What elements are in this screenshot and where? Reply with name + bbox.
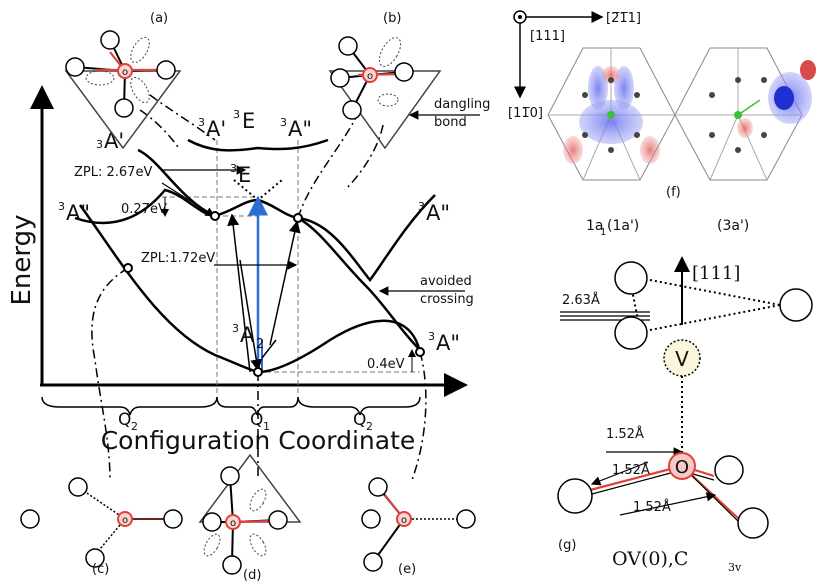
q1-sub: 1: [263, 420, 270, 433]
gap-0-27-label: 0.27eV: [121, 202, 167, 217]
state-3a-prime-left: A': [104, 129, 124, 153]
structure-b: o (b): [328, 11, 442, 150]
gap-0-4-label: 0.4eV: [367, 357, 405, 372]
panel-g: [111] 2.63Å V 1.52Å 1.52Å: [557, 256, 813, 574]
excited-curve-right: [297, 194, 436, 283]
crossing-label: crossing: [420, 292, 474, 307]
panel-f-label: (f): [666, 185, 681, 200]
svg-text:3: 3: [230, 162, 237, 175]
q2-left-label: Q: [118, 410, 131, 430]
state-3a2-ground: A: [240, 323, 255, 347]
leader-lines: [91, 94, 427, 481]
y-axis-label: Energy: [7, 214, 37, 305]
svg-text:3: 3: [428, 330, 435, 343]
panel-b-label: (b): [383, 11, 401, 26]
svg-text:o: o: [122, 515, 128, 526]
svg-text:2: 2: [256, 337, 264, 352]
state-3e-mid: E: [238, 163, 251, 187]
svg-text:3: 3: [418, 200, 425, 213]
svg-text:3: 3: [232, 322, 239, 335]
energy-axes: Energy Configuration Coordinate: [7, 85, 468, 455]
svg-text:o: o: [401, 515, 407, 526]
structure-d: o (d): [198, 453, 302, 583]
distance-1-52-a: 1.52Å: [606, 426, 644, 442]
state-3e-top: E: [242, 109, 255, 133]
state-3a-dprime-top: A": [288, 117, 312, 141]
annotations: ZPL: 2.67eV 0.27eV ZPL:1.72eV 0.4eV avoi…: [74, 97, 490, 372]
transitions: [161, 110, 480, 373]
svg-text:o: o: [367, 71, 373, 82]
panel-a-label: (a): [150, 11, 168, 26]
orbital-1a1-label: 1a: [586, 218, 604, 234]
zpl-1-72-label: ZPL:1.72eV: [141, 251, 215, 266]
svg-text:3: 3: [233, 108, 240, 121]
q1-label: Q: [250, 410, 263, 430]
state-3a-dprime-low: A": [436, 331, 460, 355]
distance-2-63: 2.63Å: [562, 292, 600, 308]
panel-d-label: (d): [243, 568, 261, 583]
oxygen-label: O: [675, 457, 689, 478]
q2-right-sub: 2: [366, 420, 373, 433]
q2-right-label: Q: [353, 410, 366, 430]
structure-title: OV(0),C: [612, 548, 688, 570]
zpl-2-67-label: ZPL: 2.67eV: [74, 165, 152, 180]
top-curve: [187, 138, 329, 152]
state-3a-prime-top: A': [206, 117, 226, 141]
region-braces: [41, 396, 421, 416]
svg-text:3v: 3v: [728, 561, 742, 574]
dir-y-label: [11̅0]: [508, 106, 543, 121]
svg-text:(1a'): (1a'): [607, 218, 639, 234]
panel-f: [2̅1̅1] [111] [11̅0] (f) 1a 1 (1a') (3a'…: [508, 10, 816, 238]
svg-text:o: o: [230, 518, 236, 529]
state-3a-dprime-left: A": [66, 201, 90, 225]
dir-x-label: [2̅1̅1]: [606, 11, 641, 26]
distance-1-52-b: 1.52Å: [612, 462, 650, 478]
svg-text:3: 3: [96, 138, 103, 151]
state-labels: 3 A' 3 A' 3 E 3 A" 3 E 3 A" 3 A" 3 A 2 3…: [58, 108, 460, 355]
structure-e: o (e): [361, 477, 476, 577]
panel-e-label: (e): [398, 562, 416, 577]
orbital-3a-label: (3a'): [717, 218, 749, 234]
svg-text:3: 3: [280, 116, 287, 129]
curve-markers: [123, 211, 425, 377]
q2-left-sub: 2: [131, 420, 138, 433]
panel-g-label: (g): [558, 538, 576, 553]
panel-c-label: (c): [92, 562, 109, 577]
structure-c: o (c): [20, 477, 183, 577]
vacancy-label: V: [675, 347, 689, 371]
dir-z-label: [111]: [530, 29, 565, 44]
bond-label: bond: [434, 115, 467, 130]
avoided-label: avoided: [420, 274, 472, 289]
svg-text:3: 3: [198, 116, 205, 129]
state-3a-dprime-right: A": [426, 201, 450, 225]
dangling-label: dangling: [434, 97, 490, 112]
structure-a: o (a): [64, 11, 182, 150]
svg-text:1: 1: [600, 227, 606, 238]
svg-text:3: 3: [58, 200, 65, 213]
svg-text:o: o: [122, 67, 128, 78]
axis-111-label: [111]: [692, 263, 740, 284]
distance-1-52-c: 1.52Å: [633, 499, 671, 515]
